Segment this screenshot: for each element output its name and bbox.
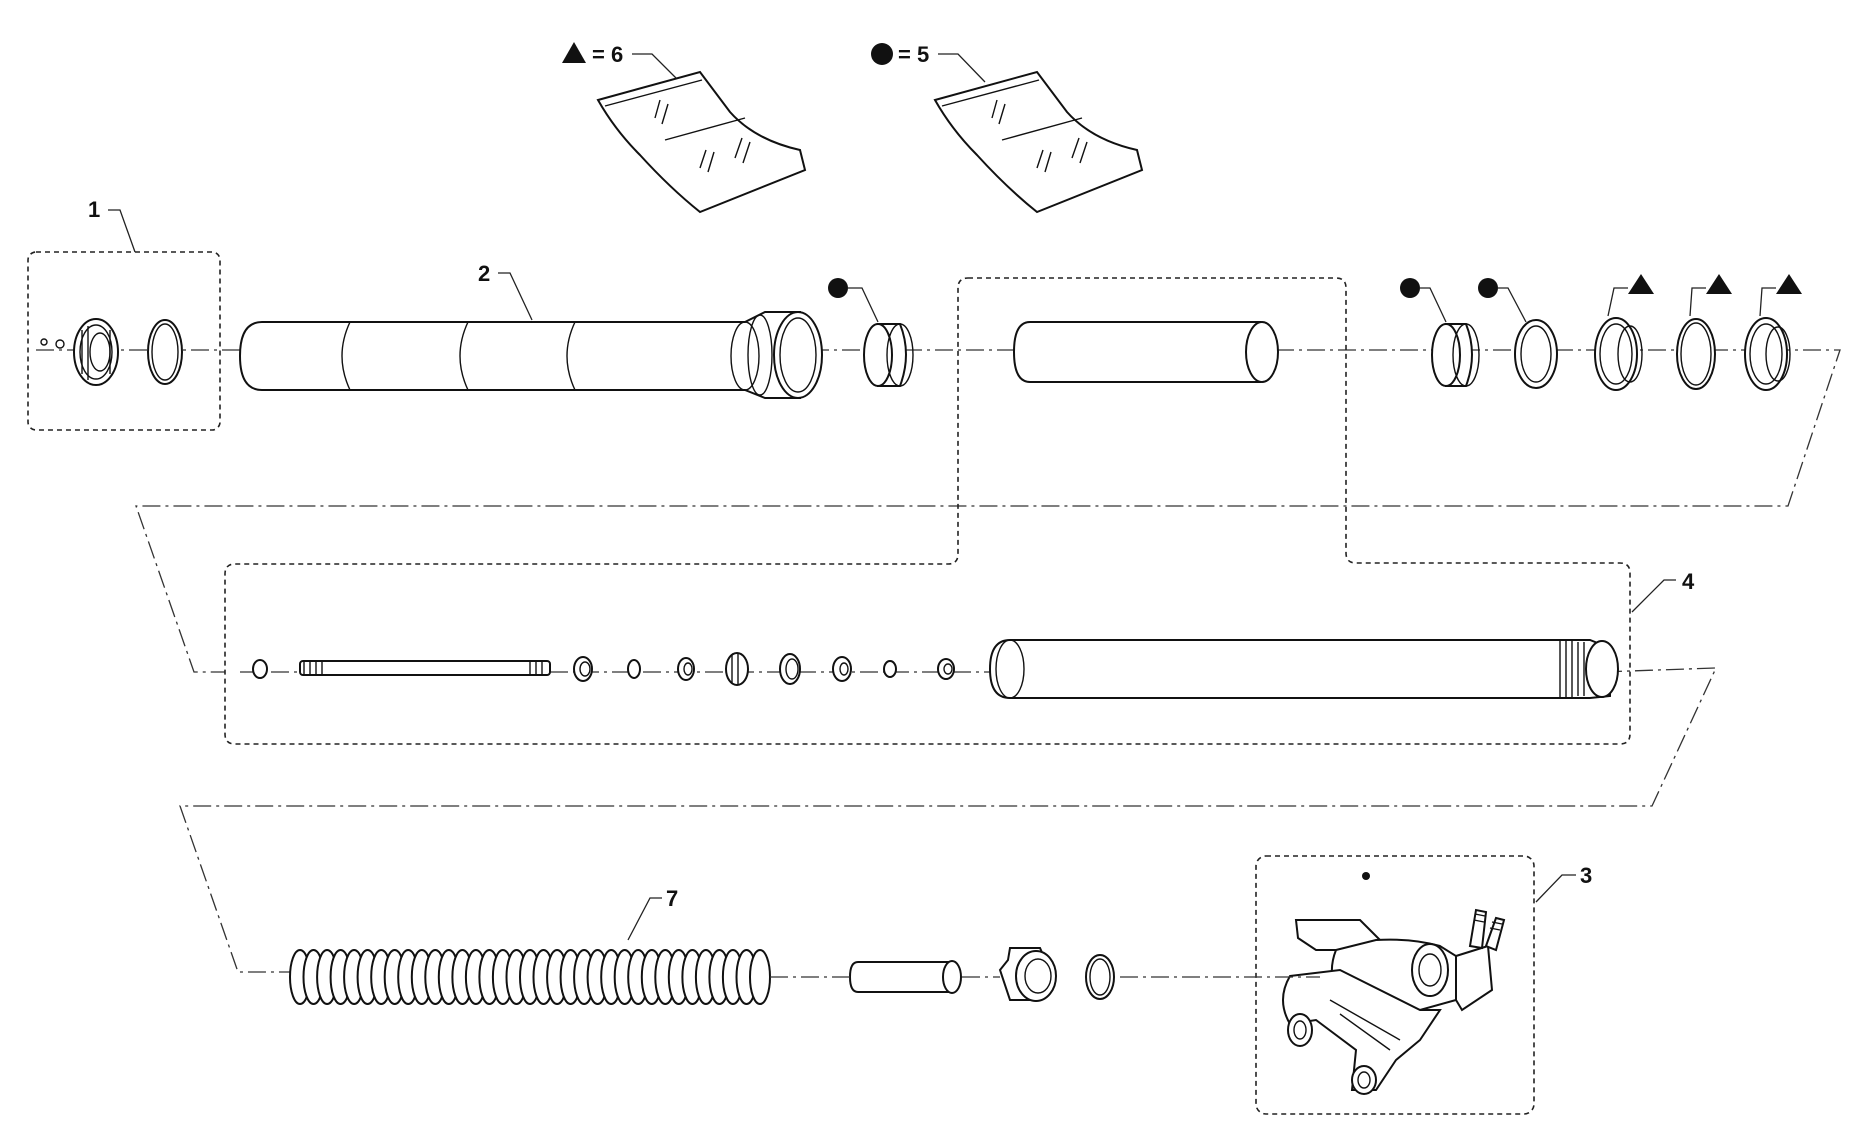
cartridge-tube <box>988 639 1619 699</box>
assembly-3-box <box>1255 855 1535 1115</box>
legend-triangle-label: = 6 <box>592 42 623 67</box>
inner-tube-box <box>224 277 1631 745</box>
outer-tube <box>238 311 823 399</box>
bushing-circle-marked <box>828 278 914 387</box>
callout-1-label: 1 <box>88 197 100 222</box>
inner-tube <box>1012 321 1279 383</box>
callout-7-label: 7 <box>666 886 678 911</box>
legend-circle-label: = 5 <box>898 42 929 67</box>
assembly-1-parts <box>40 318 183 386</box>
circle-symbol-icon <box>871 43 893 65</box>
bag-icon <box>596 70 807 214</box>
fork-foot <box>1282 908 1506 1095</box>
callout-2-label: 2 <box>478 261 490 286</box>
seal-triangle-1 <box>1594 274 1654 391</box>
top-cap <box>998 947 1115 1002</box>
assembly-1-box <box>27 251 221 431</box>
legend-triangle-kit: = 6 <box>562 42 807 214</box>
callout-1: 1 <box>27 197 221 431</box>
bag-icon <box>933 70 1144 214</box>
seal-triangle-3 <box>1744 274 1802 391</box>
top-axis-line <box>36 349 1841 673</box>
callout-7: 7 <box>627 886 678 941</box>
spring <box>289 949 771 1005</box>
middle-axis-line <box>179 667 1718 973</box>
callout-2: 2 <box>478 261 533 321</box>
spacer-tube <box>848 960 962 994</box>
spring-coil <box>749 949 771 1005</box>
seal-ring-circle <box>1478 278 1558 389</box>
triangle-symbol-icon <box>562 42 586 63</box>
damper-rod-assembly <box>252 652 955 686</box>
circlip-triangle-2 <box>1676 274 1732 390</box>
callout-3-label: 3 <box>1580 863 1592 888</box>
legend-circle-kit: = 5 <box>871 42 1144 214</box>
callout-3: 3 <box>1255 855 1592 1115</box>
callout-4: 4 <box>1631 569 1695 613</box>
ring-bushing-circle <box>1400 278 1480 387</box>
callout-4-label: 4 <box>1682 569 1695 594</box>
